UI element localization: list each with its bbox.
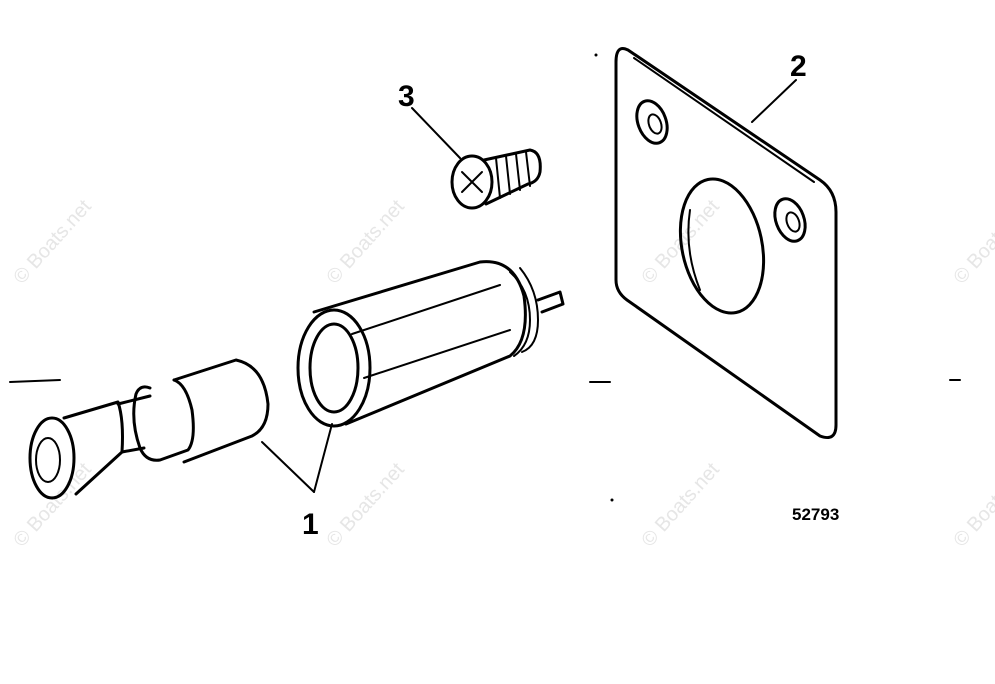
watermark-left: © Boats.net xyxy=(9,195,96,288)
callout-item-3: 3 xyxy=(398,80,415,113)
leader-lines xyxy=(261,79,797,493)
mounting-plate xyxy=(614,47,838,440)
watermark-far-right-bottom: © Boats.net xyxy=(949,458,995,551)
lighter-plug xyxy=(28,358,270,500)
callout-item-2: 2 xyxy=(790,50,807,83)
scan-marks xyxy=(9,53,961,502)
callout-item-1: 1 xyxy=(302,508,319,541)
watermark-center-top: © Boats.net xyxy=(322,195,409,288)
leader-item-3 xyxy=(411,107,461,159)
leader-item-1b xyxy=(313,423,333,493)
screw xyxy=(450,148,542,210)
leader-item-2 xyxy=(751,79,797,123)
watermark-center-bottom: © Boats.net xyxy=(322,458,409,551)
socket-barrel xyxy=(296,260,565,428)
watermark-left-bottom: © Boats.net xyxy=(9,458,96,551)
drawing-number: 52793 xyxy=(792,505,839,524)
leader-item-1a xyxy=(261,441,315,493)
watermark-layer: © Boats.net © Boats.net © Boats.net © Bo… xyxy=(9,195,995,551)
watermark-far-right-top: © Boats.net xyxy=(949,195,995,288)
watermark-right-bottom: © Boats.net xyxy=(637,458,724,551)
